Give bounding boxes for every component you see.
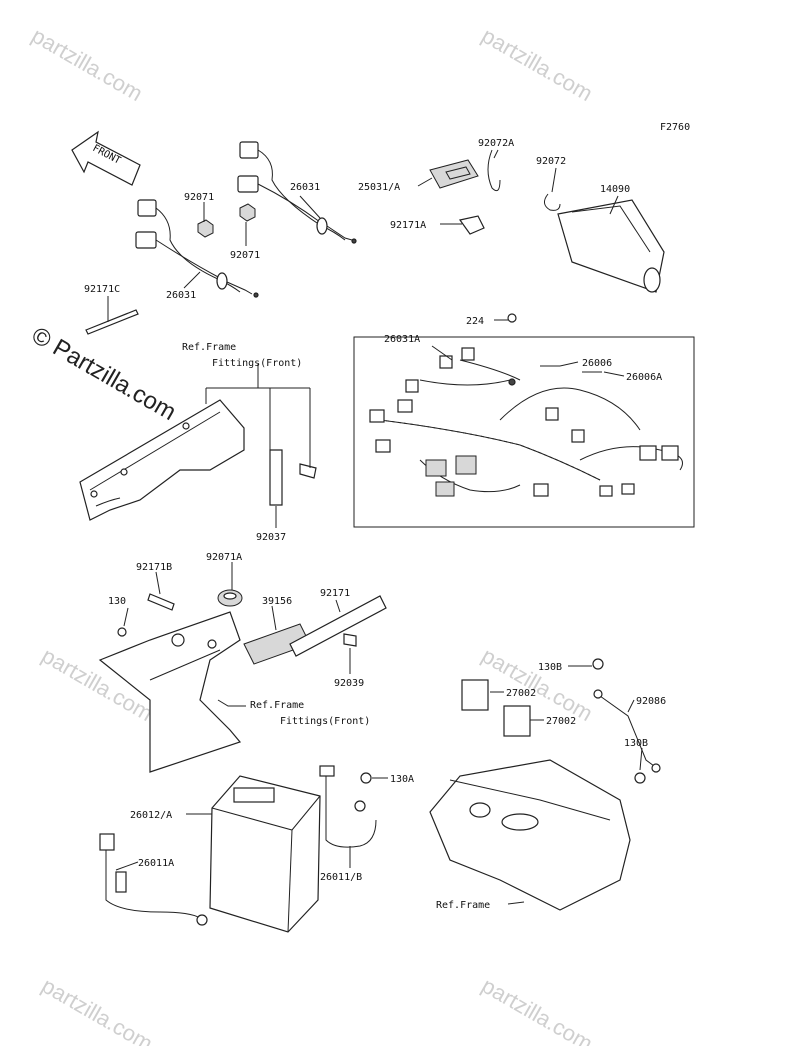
label-26006[interactable]: 26006 xyxy=(582,358,612,369)
label-ref-frame-2: Ref.Frame xyxy=(250,700,304,711)
label-92072a[interactable]: 92072A xyxy=(478,138,514,149)
label-27002-a[interactable]: 27002 xyxy=(506,688,536,699)
nut-92071-b xyxy=(239,203,256,222)
band-92072 xyxy=(544,193,561,211)
nut-92071-a xyxy=(197,219,214,238)
clamp-92171a xyxy=(458,215,485,235)
battery-26012 xyxy=(209,775,321,933)
label-92171c[interactable]: 92171C xyxy=(84,284,120,295)
label-ref-fittings-2: Fittings(Front) xyxy=(280,716,370,727)
bolt-130 xyxy=(117,627,127,637)
main-harness-box xyxy=(353,336,695,528)
figure-code: F2760 xyxy=(660,122,690,133)
label-ref-fittings-1: Fittings(Front) xyxy=(212,358,302,369)
label-25031[interactable]: 25031/A xyxy=(358,182,400,193)
label-92086[interactable]: 92086 xyxy=(636,696,666,707)
frame-fitting-upper xyxy=(79,399,245,521)
regulator-25031 xyxy=(429,159,479,189)
bracket-92171 xyxy=(289,595,387,657)
clip-fitting xyxy=(299,463,317,479)
label-26031A[interactable]: 26031A xyxy=(384,334,420,345)
harness-26031-lower xyxy=(135,199,259,298)
part-labels: 92071 92071 26031 26031 92171C 25031/A 9… xyxy=(84,138,666,911)
label-92037[interactable]: 92037 xyxy=(256,532,286,543)
front-arrow-icon: FRONT xyxy=(71,130,141,186)
leader-lines xyxy=(107,149,643,905)
label-26006A[interactable]: 26006A xyxy=(626,372,662,383)
band-92037 xyxy=(269,449,283,506)
main-harness-26031a xyxy=(369,347,683,497)
label-92071A[interactable]: 92071A xyxy=(206,552,242,563)
harness-26031-upper xyxy=(237,141,357,244)
label-92171[interactable]: 92171 xyxy=(320,588,350,599)
label-130a[interactable]: 130A xyxy=(390,774,414,785)
cable-26011b xyxy=(319,765,377,848)
watermark-main: © Partzilla.com xyxy=(27,322,181,426)
bracket-92171b xyxy=(147,593,175,611)
frame-fitting-middle xyxy=(98,611,242,773)
cover-14090 xyxy=(557,199,665,293)
cable-92086 xyxy=(593,689,661,773)
label-92072[interactable]: 92072 xyxy=(536,156,566,167)
label-ref-frame-3: Ref.Frame xyxy=(436,900,490,911)
label-92071-a[interactable]: 92071 xyxy=(184,192,214,203)
label-26011b[interactable]: 26011/B xyxy=(320,872,362,883)
label-224[interactable]: 224 xyxy=(466,316,484,327)
label-92039[interactable]: 92039 xyxy=(334,678,364,689)
label-92171a[interactable]: 92171A xyxy=(390,220,426,231)
label-92071-b[interactable]: 92071 xyxy=(230,250,260,261)
label-130b-upper[interactable]: 130B xyxy=(538,662,562,673)
label-14090[interactable]: 14090 xyxy=(600,184,630,195)
label-27002-b[interactable]: 27002 xyxy=(546,716,576,727)
relay-27002-a xyxy=(461,679,489,711)
label-130b-lower[interactable]: 130B xyxy=(624,738,648,749)
label-92171b[interactable]: 92171B xyxy=(136,562,172,573)
bracket-92171c xyxy=(85,309,139,335)
label-ref-frame-1: Ref.Frame xyxy=(182,342,236,353)
watermark-tile: partzilla.com xyxy=(478,23,597,106)
relay-27002-b xyxy=(503,705,531,737)
label-130[interactable]: 130 xyxy=(108,596,126,607)
band-92072a xyxy=(487,149,501,192)
frame-lower-right xyxy=(429,759,631,911)
clip-92039 xyxy=(343,633,357,647)
label-26031-b[interactable]: 26031 xyxy=(166,290,196,301)
bolt-130a xyxy=(360,772,372,784)
watermark-tile: partzilla.com xyxy=(28,23,147,106)
label-26031-a[interactable]: 26031 xyxy=(290,182,320,193)
watermark-tile: partzilla.com xyxy=(478,643,597,726)
bolt-130b-lower xyxy=(634,772,646,784)
cable-26011a xyxy=(99,833,208,926)
label-39156[interactable]: 39156 xyxy=(262,596,292,607)
label-26011a[interactable]: 26011A xyxy=(138,858,174,869)
label-26012[interactable]: 26012/A xyxy=(130,810,172,821)
watermark-tile: partzilla.com xyxy=(38,973,157,1046)
watermark-tile: partzilla.com xyxy=(478,973,597,1046)
bolt-130b-upper xyxy=(592,658,604,670)
grommet-92071a xyxy=(217,589,243,607)
bolt-224 xyxy=(507,313,517,323)
